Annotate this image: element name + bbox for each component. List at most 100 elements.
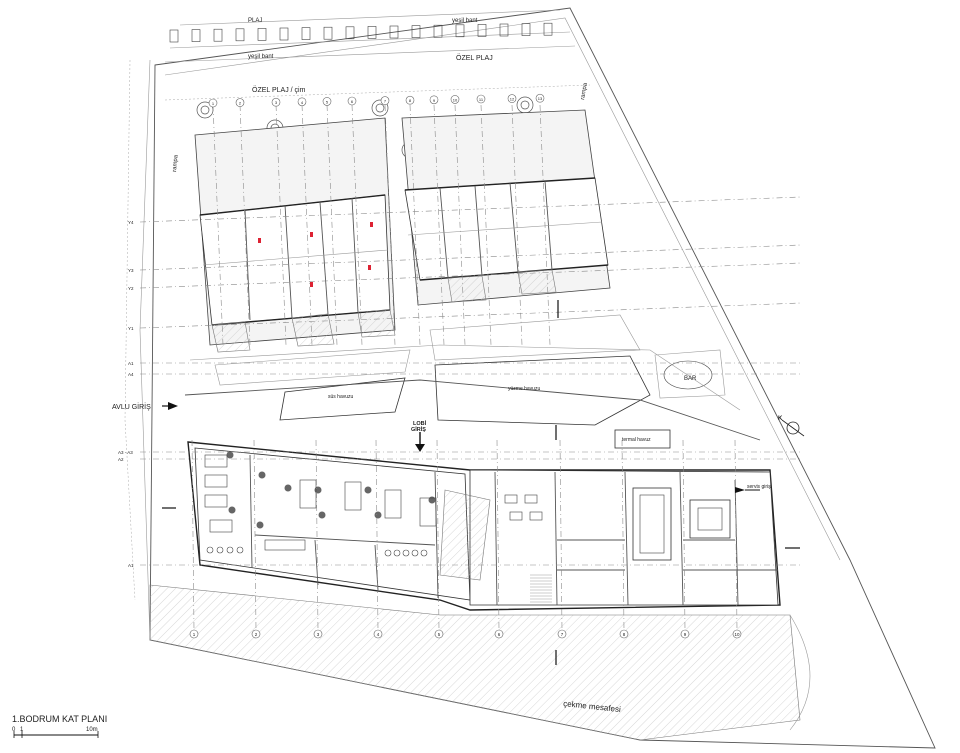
staircase [439,489,552,603]
sunbed-icon [455,24,465,38]
tree-icon [371,99,389,117]
sunbed-icon [389,25,399,39]
grid-line-top [539,104,551,346]
sofa-icon [204,474,228,488]
basement-building [187,441,781,611]
grid-axis-label: 5 [326,99,329,104]
label-giris: GİRİŞ [411,426,426,433]
tree-icon [520,100,530,110]
stool-icon [420,549,428,557]
grid-axis-label: 3 [317,632,320,637]
sunbed-icon [521,23,531,36]
grid-bubble [450,95,460,104]
plan-labels: PLAJ yeşil bant yeşil bant ÖZEL PLAJ ÖZE… [112,18,783,714]
label-north: K [778,416,783,422]
grid-axis-label: A1 [128,563,134,568]
label-avlu-giris: AVLU GİRİŞ [112,402,151,411]
grid-bubble [373,629,383,639]
lounge-furniture [204,451,543,557]
grid-axis-label: 13 [538,96,543,101]
north-arrow-icon [781,419,805,437]
grid-line-top [384,104,396,346]
grid-axis-label: 6 [351,99,354,104]
grid-axis-label: 7 [384,99,387,104]
sunbed-icon [411,25,421,38]
section-markers [162,300,800,665]
grid-axis-label: Y4 [128,220,134,225]
grid-line-bottom [375,439,379,631]
plant-icon [228,506,236,514]
chair-icon [206,546,214,554]
grid-bubble [507,94,517,103]
swimming-pool [434,355,651,426]
plant-icon [318,511,326,519]
table-icon [299,479,317,509]
grid-line-bottom [734,439,738,631]
tree-icon [375,103,385,113]
stool-icon [411,549,419,557]
grid-line-bottom [496,439,500,631]
grid-line-bottom [436,439,440,631]
sofa-icon [204,494,228,508]
sunbed-icon [191,29,201,42]
label-yesil-bant-left: yeşil bant [248,54,274,60]
grid-line-bottom [682,439,686,631]
grid-axis-label: 10 [453,97,458,102]
grid-line-bottom [621,439,625,631]
grid-axis-label: A1 [128,361,134,366]
sunbed-icon [499,23,509,37]
chair-icon [236,546,244,554]
sunbed-icon [477,24,487,37]
sofa-icon [204,454,228,468]
table-icon [344,481,362,511]
grid-bubble [557,629,567,639]
grid-axis-label: 1 [212,101,215,106]
grid-line-top [275,104,287,346]
grid-axis-label: A2 [118,457,124,462]
label-lobi: LOBİ [413,420,427,427]
grid-line-top [409,104,421,346]
plant-icon [258,471,266,479]
atrium-void [439,489,491,581]
grid-bubble [680,629,690,639]
grid-axis-label: Y2 [128,286,134,291]
scale-zero: 0 [12,727,16,733]
plant-icon [256,521,264,529]
grid-axis-label: A4 [128,372,134,377]
sunbed-icon [235,28,245,42]
beach-band [164,9,591,101]
grid-axis-label: 4 [377,632,380,637]
grid-bubble [434,629,444,639]
sunbed-icon [323,26,333,40]
grid-line-bottom [253,439,257,631]
label-plaj: PLAJ [248,18,262,24]
sunbed-icon [169,29,179,43]
grid-axis-label: 1 [193,632,196,637]
label-yesil-bant-top: yeşil bant [452,18,478,24]
grid-line-top [239,104,251,346]
residential-block-right [401,109,611,306]
grid-line-top [212,104,224,346]
fitness-equipment-icon [524,494,538,504]
courtyard [184,314,761,441]
grid-bubble [208,98,218,108]
grid-axis-label: 7 [561,632,564,637]
grid-axis-label: 4 [301,100,304,105]
label-ozel-plaj: ÖZEL PLAJ [456,54,493,62]
chair-icon [226,546,234,554]
grid-line-bottom [559,439,563,631]
plant-icon [364,486,372,494]
grid-lines [139,104,801,631]
table-icon [419,497,437,527]
grid-bubble [476,94,486,104]
bar-area [654,349,726,399]
servis-entry-arrow [735,487,760,493]
grid-axis-label: 11 [479,97,484,102]
stool-icon [384,549,392,557]
sunbed-icon [213,28,223,42]
grid-bubble [313,629,323,639]
grid-axis-label: 8 [623,632,626,637]
grid-axis-label: 6 [498,632,501,637]
label-rampa-left: rampa [172,154,180,172]
